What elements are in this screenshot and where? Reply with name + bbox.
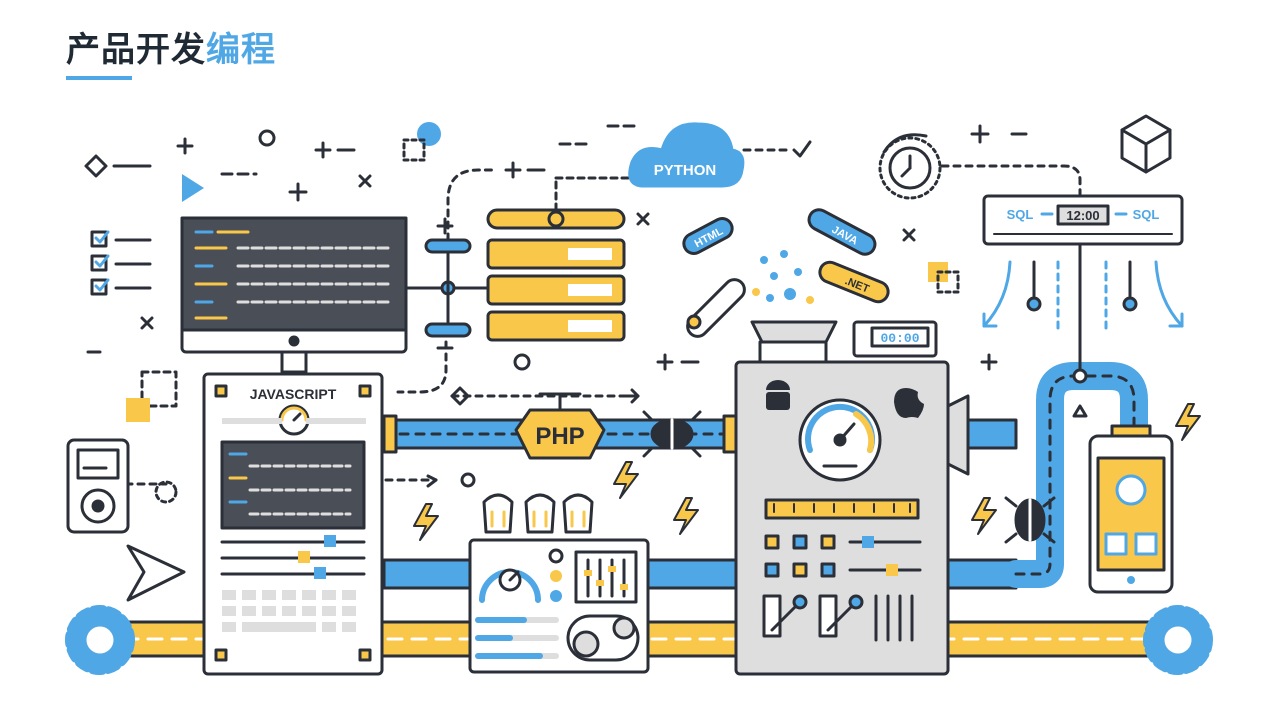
decorations [84, 122, 1088, 488]
bug-icon [642, 410, 702, 458]
monitor-icon [180, 216, 408, 374]
test-tube-icon [682, 216, 734, 256]
php-label: PHP [535, 423, 584, 450]
ipod-icon [66, 438, 178, 534]
cube-icon [1120, 114, 1172, 174]
test-tube-icon [807, 208, 877, 256]
test-tube-icon [686, 278, 746, 338]
lightning-icon [1175, 403, 1201, 441]
sql-left-label: SQL [1007, 207, 1034, 222]
gear-icon [65, 605, 135, 675]
python-label: PYTHON [654, 162, 717, 179]
play-icon [182, 174, 204, 202]
sql-device [982, 194, 1184, 384]
page-header: 产品开发编程 [66, 28, 276, 84]
sql-right-label: SQL [1133, 207, 1160, 222]
gear-icon [1143, 605, 1213, 675]
title-underline [66, 76, 132, 80]
timer-label: 00:00 [880, 331, 919, 346]
test-tube-icon [818, 260, 890, 304]
main-machine [734, 320, 970, 676]
send-icon [126, 544, 186, 602]
sql-time-label: 12:00 [1066, 208, 1099, 223]
page-title: 产品开发编程 [66, 28, 276, 72]
title-accent: 编程 [206, 30, 276, 70]
php-valve [514, 392, 606, 460]
lightning-icon [673, 497, 699, 535]
checklist-icon [90, 230, 152, 296]
android-icon [766, 380, 790, 410]
lightning-icon [413, 503, 439, 541]
clock-icon [878, 133, 942, 200]
lightning-icon [613, 461, 639, 499]
dashed-connectors [124, 148, 1082, 486]
control-panel [468, 493, 650, 674]
cloud-icon [628, 122, 745, 188]
title-main: 产品开发 [66, 30, 206, 70]
bug-icon [1004, 496, 1056, 544]
lightning-icon [971, 497, 997, 535]
apple-icon [894, 388, 924, 418]
server-rack-icon [404, 176, 632, 342]
javascript-machine [202, 372, 384, 676]
water-drops [752, 250, 814, 304]
smartphone-icon [1088, 424, 1174, 594]
javascript-label: JAVASCRIPT [250, 386, 337, 402]
